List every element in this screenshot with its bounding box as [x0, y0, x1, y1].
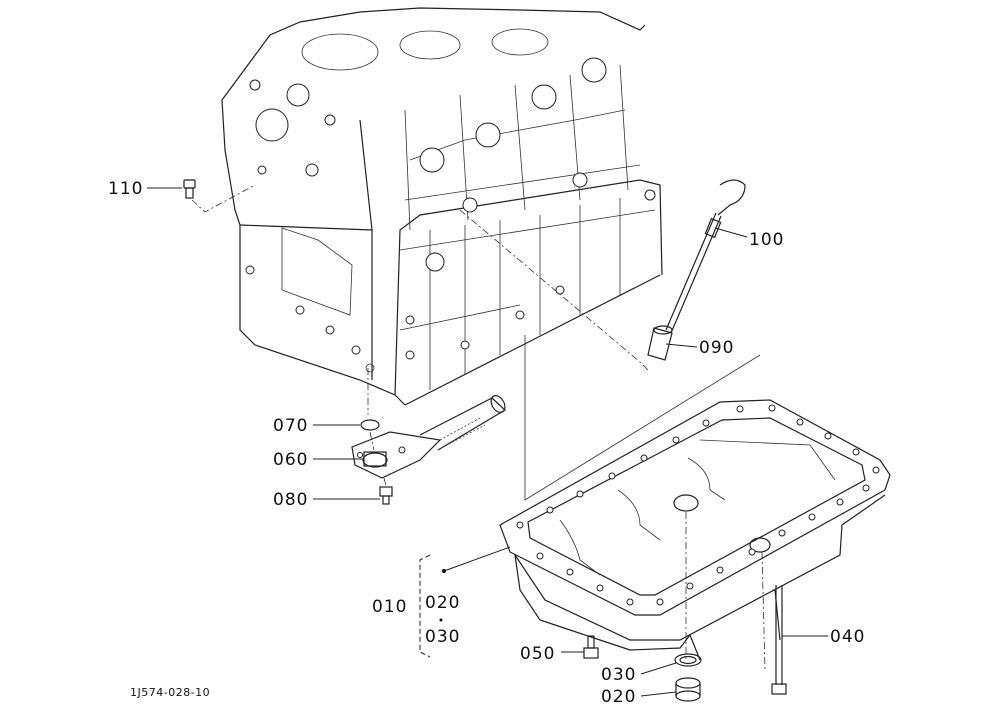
- callout-010-sub-dot: [439, 618, 443, 622]
- dipstick-icon: [665, 179, 746, 334]
- drawing-id: 1J574-028-10: [130, 686, 210, 699]
- leader-010-dot: [442, 569, 446, 573]
- callout-030: 030: [601, 665, 636, 685]
- callout-010: 010: [372, 597, 407, 617]
- leader-010: [443, 546, 511, 572]
- leader-020: [640, 691, 677, 697]
- callout-070: 070: [273, 416, 308, 436]
- callout-050: 050: [520, 644, 555, 664]
- callout-090: 090: [699, 338, 734, 358]
- callout-080: 080: [273, 490, 308, 510]
- callout-010-sub-030: 030: [425, 627, 460, 647]
- callout-110: 110: [108, 179, 143, 199]
- part-050-bolt-icon: [583, 635, 599, 659]
- part-080-bolt-icon: [379, 486, 393, 505]
- callout-010-sub-020: 020: [425, 593, 460, 613]
- strainer-dash-line: [367, 368, 387, 487]
- part-110-plug-icon: [183, 179, 256, 213]
- leader-090: [665, 343, 698, 348]
- leader-100: [714, 227, 748, 238]
- oil-strainer-icon: [351, 395, 506, 479]
- part-040-bolt-icon: [771, 585, 787, 695]
- callout-040: 040: [830, 627, 865, 647]
- callout-060: 060: [273, 450, 308, 470]
- engine-block-icon: [221, 7, 663, 406]
- oil-pan-icon: [499, 399, 891, 661]
- part-030-gasket-icon: [674, 653, 702, 667]
- bracket-010: [419, 554, 431, 658]
- part-070-oring-icon: [360, 419, 380, 431]
- drain-dash-line: [685, 512, 766, 671]
- callout-020: 020: [601, 687, 636, 707]
- dipstick-dash-line: [459, 209, 649, 371]
- callout-100: 100: [749, 230, 784, 250]
- pan-alignment-line: [524, 335, 761, 501]
- mount-hole-icon: [365, 363, 375, 373]
- part-090-guide-icon: [647, 325, 673, 361]
- part-020-plug-icon: [675, 677, 701, 702]
- leader-030: [640, 662, 677, 675]
